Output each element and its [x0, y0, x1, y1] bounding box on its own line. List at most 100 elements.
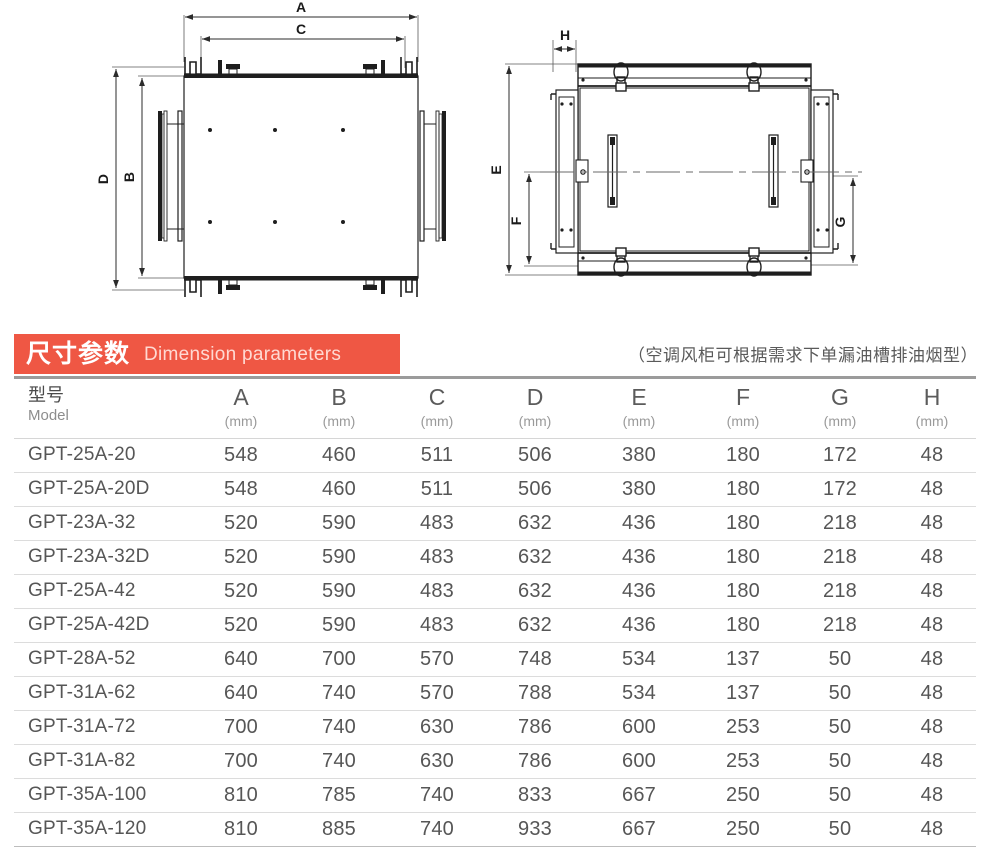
cell-a: 520 — [192, 574, 290, 610]
cell-model: GPT-25A-20 — [14, 438, 192, 474]
cell-a: 810 — [192, 778, 290, 814]
column-unit-c: (mm) — [420, 413, 454, 430]
dim-label-H: H — [560, 27, 570, 43]
dim-label-D: D — [95, 174, 111, 184]
right-drawing-group: H E F G — [488, 27, 862, 277]
cell-model: GPT-35A-120 — [14, 812, 192, 847]
dim-label-F: F — [508, 216, 524, 225]
cell-d: 833 — [486, 778, 584, 814]
column-letter-b: B — [331, 384, 347, 410]
cell-a: 548 — [192, 438, 290, 474]
dim-label-B: B — [121, 172, 137, 182]
cell-c: 740 — [388, 812, 486, 847]
cell-d: 632 — [486, 506, 584, 542]
cell-e: 380 — [584, 438, 694, 474]
section-title-cn: 尺寸参数 — [26, 339, 131, 368]
cell-e: 667 — [584, 812, 694, 847]
cell-d: 506 — [486, 472, 584, 508]
cell-e: 534 — [584, 642, 694, 678]
cell-e: 436 — [584, 506, 694, 542]
cell-f: 180 — [694, 506, 792, 542]
cell-g: 50 — [792, 710, 888, 746]
column-header-model: 型号 Model — [14, 375, 192, 440]
cell-h: 48 — [888, 472, 976, 508]
cell-h: 48 — [888, 676, 976, 712]
cell-a: 548 — [192, 472, 290, 508]
cell-a: 700 — [192, 744, 290, 780]
cell-c: 740 — [388, 778, 486, 814]
cell-b: 590 — [290, 540, 388, 576]
cell-g: 218 — [792, 574, 888, 610]
cell-a: 520 — [192, 540, 290, 576]
column-header-h: H (mm) — [888, 375, 976, 440]
cell-b: 740 — [290, 676, 388, 712]
column-header-c: C (mm) — [388, 375, 486, 440]
cell-h: 48 — [888, 574, 976, 610]
cell-f: 253 — [694, 710, 792, 746]
technical-drawings: A C D B — [0, 0, 1000, 320]
column-letter-h: H — [923, 384, 941, 410]
column-letter-d: D — [526, 384, 544, 410]
section-note: （空调风柜可根据需求下单漏油槽排油烟型） — [628, 346, 978, 365]
cell-f: 137 — [694, 642, 792, 678]
cell-d: 632 — [486, 608, 584, 644]
cell-a: 810 — [192, 812, 290, 847]
cell-g: 172 — [792, 438, 888, 474]
cell-e: 380 — [584, 472, 694, 508]
cell-a: 640 — [192, 676, 290, 712]
column-unit-e: (mm) — [622, 413, 656, 430]
column-letter-e: E — [631, 384, 647, 410]
table-header: 型号 Model A (mm) B (mm) C (mm) D (mm) E (… — [14, 375, 976, 440]
cell-g: 50 — [792, 676, 888, 712]
section-title-en: Dimension parameters — [144, 343, 342, 365]
column-unit-b: (mm) — [322, 413, 356, 430]
cell-h: 48 — [888, 812, 976, 847]
cell-d: 632 — [486, 540, 584, 576]
cell-b: 885 — [290, 812, 388, 847]
cell-c: 511 — [388, 438, 486, 474]
cell-g: 50 — [792, 744, 888, 780]
cell-a: 520 — [192, 608, 290, 644]
column-letter-g: G — [831, 384, 849, 410]
cell-a: 700 — [192, 710, 290, 746]
cell-c: 511 — [388, 472, 486, 508]
cell-model: GPT-25A-42D — [14, 608, 192, 644]
cell-d: 506 — [486, 438, 584, 474]
cell-f: 180 — [694, 574, 792, 610]
cell-g: 172 — [792, 472, 888, 508]
cell-e: 667 — [584, 778, 694, 814]
left-drawing-group: A C D B — [95, 0, 446, 297]
column-header-model-cn: 型号 — [28, 385, 64, 405]
cell-model: GPT-23A-32D — [14, 540, 192, 576]
column-letter-f: F — [735, 384, 751, 410]
cell-d: 788 — [486, 676, 584, 712]
cell-b: 740 — [290, 744, 388, 780]
cell-e: 534 — [584, 676, 694, 712]
drawings-svg: A C D B — [95, 0, 862, 297]
cell-c: 630 — [388, 744, 486, 780]
cell-f: 180 — [694, 438, 792, 474]
column-header-f: F (mm) — [694, 375, 792, 440]
cell-b: 590 — [290, 608, 388, 644]
cell-g: 50 — [792, 642, 888, 678]
cell-b: 590 — [290, 506, 388, 542]
cell-model: GPT-28A-52 — [14, 642, 192, 678]
table-header-row: 型号 Model A (mm) B (mm) C (mm) D (mm) E (… — [14, 375, 976, 440]
column-header-e: E (mm) — [584, 375, 694, 440]
cell-f: 250 — [694, 778, 792, 814]
cell-e: 436 — [584, 608, 694, 644]
section-banner-row: 尺寸参数 Dimension parameters （空调风柜可根据需求下单漏油… — [0, 332, 1000, 376]
column-header-model-en: Model — [28, 406, 69, 424]
cell-f: 253 — [694, 744, 792, 780]
cell-c: 483 — [388, 608, 486, 644]
cell-g: 50 — [792, 812, 888, 847]
cell-c: 570 — [388, 642, 486, 678]
cell-model: GPT-23A-32 — [14, 506, 192, 542]
